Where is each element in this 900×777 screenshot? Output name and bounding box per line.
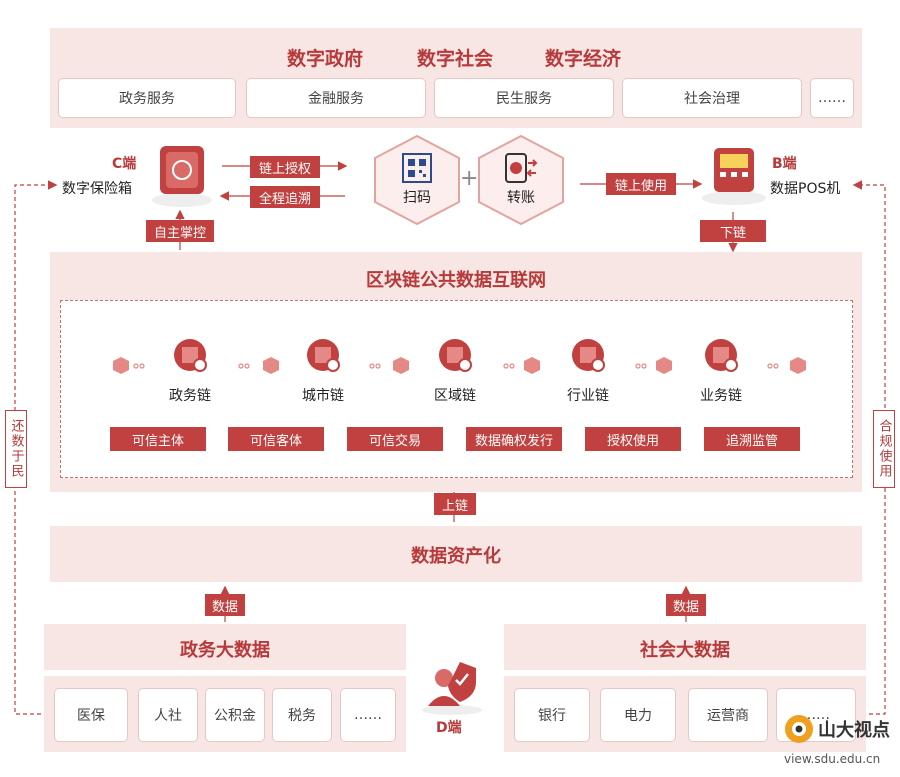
chain-node-city: 城市链 [288, 330, 358, 410]
chain-cube-icon [572, 339, 605, 372]
data-tag-left: 数据 [205, 594, 245, 616]
assetization-band [50, 526, 862, 582]
chain-node-industry: 行业链 [553, 330, 623, 410]
gov-bigdata-title: 政务大数据 [180, 640, 270, 661]
self-control-tag: 自主掌控 [146, 220, 214, 242]
left-side-tag: 还数于民 [5, 410, 27, 488]
gov-item: 医保 [54, 688, 128, 742]
transfer-hexagon: 转账 [476, 134, 566, 226]
chain-node-business: 业务链 [686, 330, 756, 410]
qr-code-icon [402, 153, 432, 183]
soc-bigdata-band [504, 624, 866, 670]
plus-sign: + [460, 166, 479, 191]
full-trace-tag: 全程追溯 [250, 186, 320, 208]
safe-icon [150, 140, 214, 208]
top-heading-3: 数字经济 [544, 48, 621, 70]
blockchain-title: 区块链公共数据互联网 [366, 270, 546, 291]
b-end-label: B端 [772, 156, 797, 172]
service-box: 政务服务 [58, 78, 236, 118]
gov-item: 公积金 [205, 688, 265, 742]
soc-item: 银行 [514, 688, 590, 742]
right-side-tag: 合规使用 [873, 410, 895, 488]
service-box: …… [810, 78, 854, 118]
watermark-url: view.sdu.edu.cn [784, 752, 881, 766]
chain-label: 区域链 [434, 388, 476, 404]
gov-bigdata-band [44, 624, 406, 670]
chain-cube-icon [439, 339, 472, 372]
soc-item: 运营商 [688, 688, 768, 742]
c-end-label: C端 [112, 156, 137, 172]
chain-label: 城市链 [302, 388, 344, 404]
chain-cube-icon [174, 339, 207, 372]
c-end-desc: 数字保险箱 [62, 181, 132, 197]
chain-cube-icon [705, 339, 738, 372]
assetization-title: 数据资产化 [411, 546, 501, 567]
gov-item: …… [340, 688, 396, 742]
gov-item: 税务 [272, 688, 332, 742]
feature-tag: 授权使用 [585, 427, 681, 451]
watermark-logo-icon [782, 712, 816, 746]
service-box: 社会治理 [622, 78, 802, 118]
feature-tag: 可信主体 [110, 427, 206, 451]
feature-tag: 数据确权发行 [466, 427, 562, 451]
service-box: 金融服务 [246, 78, 426, 118]
soc-bigdata-title: 社会大数据 [640, 640, 730, 661]
feature-tag: 可信客体 [228, 427, 324, 451]
onchain-auth-tag: 链上授权 [250, 156, 320, 178]
chain-label: 行业链 [567, 388, 609, 404]
d-end-label: D端 [436, 720, 462, 736]
top-heading-2: 数字社会 [416, 48, 493, 70]
soc-item: 电力 [600, 688, 676, 742]
pos-machine-icon [700, 140, 768, 206]
chain-node-region: 区域链 [420, 330, 490, 410]
transfer-icon [505, 153, 538, 183]
feature-tag: 追溯监管 [704, 427, 800, 451]
b-end-desc: 数据POS机 [770, 181, 841, 197]
scan-hexagon: 扫码 [372, 134, 462, 226]
feature-tag: 可信交易 [347, 427, 443, 451]
chain-label: 业务链 [700, 388, 742, 404]
chain-node-gov: 政务链 [155, 330, 225, 410]
onchain-tag: 上链 [434, 493, 476, 515]
watermark-name: 山大视点 [818, 720, 890, 741]
offchain-tag: 下链 [700, 220, 766, 242]
person-shield-icon [420, 656, 484, 716]
service-box: 民生服务 [434, 78, 614, 118]
data-tag-right: 数据 [666, 594, 706, 616]
transfer-label: 转账 [507, 190, 535, 206]
chain-label: 政务链 [169, 388, 211, 404]
onchain-use-tag: 链上使用 [606, 173, 676, 195]
chain-cube-icon [307, 339, 340, 372]
top-heading-1: 数字政府 [286, 48, 363, 70]
gov-item: 人社 [138, 688, 198, 742]
scan-label: 扫码 [403, 190, 431, 206]
